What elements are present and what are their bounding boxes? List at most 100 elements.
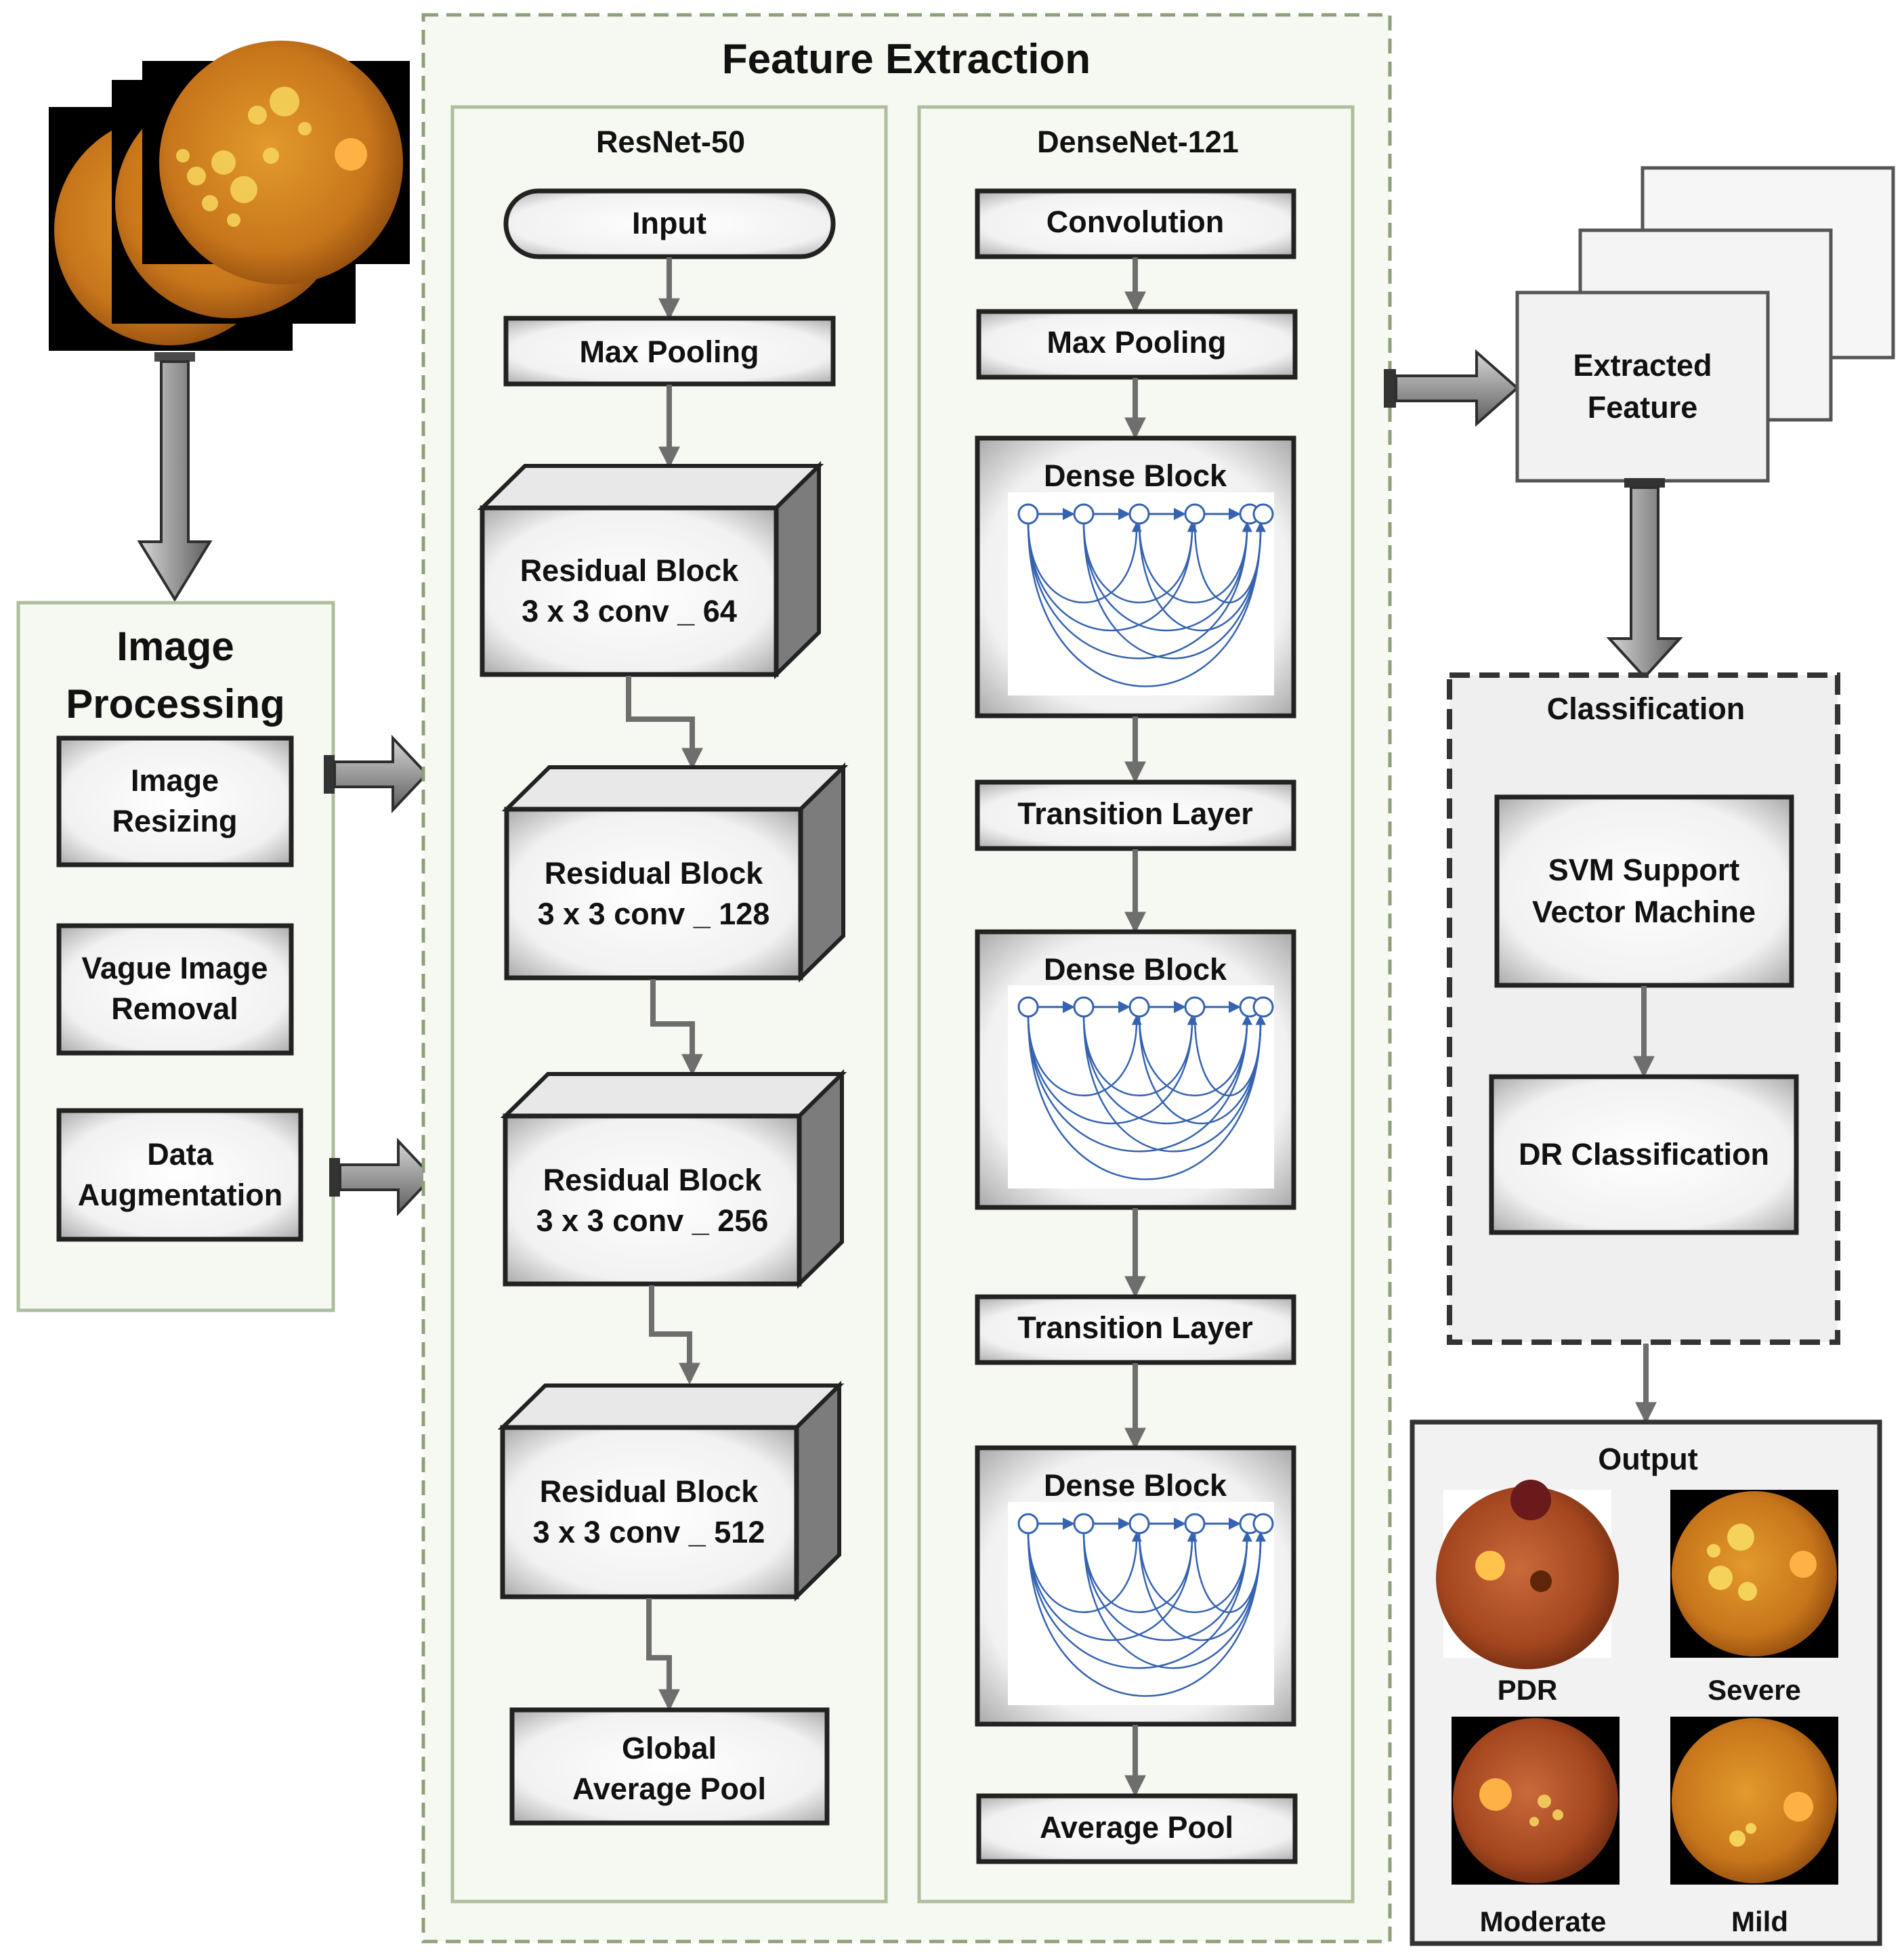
data-augmentation-step: Data Augmentation	[56, 1108, 303, 1242]
global-average-pool-line2: Average Pool	[572, 1772, 766, 1806]
dense-skip-link	[1082, 1531, 1198, 1613]
dense-skip-link	[1082, 1014, 1266, 1153]
densenet-title: DenseNet-121	[1037, 125, 1239, 159]
densenet-average-pool: Average Pool	[976, 1793, 1298, 1864]
dense-skip-link	[1027, 1531, 1142, 1613]
arrow-input-to-processing	[137, 352, 213, 602]
transition-layer-1: Transition Layer	[975, 779, 1296, 851]
dense-node	[1252, 996, 1274, 1018]
dense-block-2: Dense Block	[975, 929, 1296, 1210]
resnet-max-pooling: Max Pooling	[503, 316, 836, 387]
dense-skip-link	[1082, 521, 1198, 603]
densenet-convolution-label: Convolution	[1046, 205, 1224, 239]
connector	[649, 1285, 700, 1385]
dense-skip-link	[1193, 1014, 1266, 1096]
dense-skip-link	[1082, 1014, 1198, 1096]
dense-skip-link	[1027, 1014, 1252, 1153]
dr-classification-box: DR Classification	[1489, 1074, 1799, 1235]
dense-skip-link	[1138, 521, 1252, 603]
densenet-convolution: Convolution	[975, 188, 1296, 259]
connector	[650, 979, 703, 1076]
vague-image-removal-line2: Removal	[111, 991, 238, 1026]
connector	[646, 1598, 680, 1711]
densenet-max-pooling: Max Pooling	[976, 309, 1298, 380]
image-processing-panel: Image Processing Image Resizing Vague Im…	[16, 601, 335, 1312]
arrow-extraction-to-feature	[1384, 349, 1520, 427]
dense-node	[1252, 503, 1274, 525]
dense-skip-link	[1082, 521, 1252, 632]
extracted-feature-line1: Extracted	[1573, 348, 1712, 383]
dense-skip-link	[1082, 521, 1266, 660]
arrow-feature-to-classification	[1606, 478, 1683, 679]
dense-skip-link	[1082, 1531, 1266, 1669]
dense-block-1-label: Dense Block	[1044, 458, 1227, 493]
dense-skip-link	[1027, 1531, 1252, 1669]
global-average-pool: Global Average Pool	[509, 1707, 830, 1826]
dense-skip-link	[1082, 1531, 1252, 1641]
classification-title: Classification	[1547, 691, 1746, 726]
output-label-mild: Mild	[1731, 1906, 1788, 1937]
output-image-pdr	[1436, 1480, 1619, 1669]
global-average-pool-line1: Global	[622, 1731, 717, 1765]
data-augmentation-line2: Augmentation	[78, 1178, 282, 1212]
dense-node	[1073, 996, 1095, 1018]
dense-skip-link	[1027, 1014, 1198, 1125]
feature-extraction-title: Feature Extraction	[722, 36, 1091, 83]
residual-block-64-line2: 3 x 3 conv _ 64	[522, 594, 737, 628]
svm-line1: SVM Support	[1548, 853, 1739, 887]
classification-panel: Classification SVM Support Vector Machin…	[1447, 672, 1840, 1345]
residual-block-256-line2: 3 x 3 conv _ 256	[536, 1203, 769, 1238]
densenet-average-pool-label: Average Pool	[1040, 1810, 1233, 1845]
resnet-input-label: Input	[632, 206, 706, 240]
image-resizing-step: Image Resizing	[56, 735, 294, 867]
extracted-feature-line2: Feature	[1588, 390, 1698, 425]
residual-block-512-line2: 3 x 3 conv _ 512	[533, 1515, 765, 1549]
dense-connectivity-icon	[1008, 1502, 1274, 1705]
dense-node	[1017, 503, 1039, 525]
output-image-mild	[1670, 1717, 1838, 1885]
dense-skip-link	[1193, 1531, 1266, 1613]
vague-image-removal-line1: Vague Image	[81, 951, 268, 985]
resnet-column: ResNet-50 Input Max Pooling Residual Blo…	[450, 105, 888, 1904]
image-resizing-line2: Resizing	[112, 804, 237, 838]
output-image-moderate	[1452, 1717, 1620, 1885]
output-label-severe: Severe	[1708, 1674, 1801, 1706]
dense-skip-link	[1027, 521, 1266, 687]
resnet-max-pooling-label: Max Pooling	[579, 335, 759, 369]
image-processing-title-line2: Processing	[66, 681, 284, 727]
connector	[626, 676, 703, 770]
image-resizing-line1: Image	[131, 763, 219, 798]
arrow-augmentation-to-extraction	[329, 1137, 434, 1217]
output-label-pdr: PDR	[1498, 1674, 1558, 1706]
dense-skip-link	[1138, 1531, 1252, 1613]
dense-node	[1017, 1513, 1039, 1534]
dense-node	[1073, 1513, 1095, 1534]
image-processing-title-line1: Image	[117, 624, 234, 669]
dense-skip-link	[1138, 1014, 1252, 1096]
residual-block-256: Residual Block 3 x 3 conv _ 256	[500, 1069, 847, 1289]
dense-skip-link	[1027, 1531, 1198, 1641]
dense-node	[1073, 503, 1095, 525]
output-panel: Output PDR Severe Moderate	[1410, 1419, 1882, 1946]
dense-skip-link	[1027, 1531, 1266, 1697]
input-image-stack	[49, 41, 410, 351]
output-image-severe	[1670, 1490, 1838, 1658]
residual-block-256-line1: Residual Block	[543, 1163, 763, 1197]
dense-block-3: Dense Block	[975, 1445, 1296, 1727]
dense-node	[1017, 996, 1039, 1018]
dr-classification-label: DR Classification	[1519, 1137, 1769, 1172]
densenet-column: DenseNet-121 Convolution Max Pooling Den…	[917, 105, 1355, 1904]
svm-box: SVM Support Vector Machine	[1494, 794, 1794, 988]
extracted-feature-stack: Extracted Feature	[1515, 166, 1895, 483]
transition-layer-1-label: Transition Layer	[1017, 796, 1253, 831]
resnet-input-node: Input	[503, 188, 836, 259]
dense-skip-link	[1027, 521, 1198, 632]
dense-block-3-label: Dense Block	[1044, 1468, 1227, 1503]
dense-skip-link	[1082, 1014, 1252, 1125]
transition-layer-2-label: Transition Layer	[1017, 1310, 1253, 1345]
arrow-resizing-to-extraction	[324, 734, 429, 814]
vague-image-removal-step: Vague Image Removal	[56, 923, 294, 1056]
dense-node	[1184, 503, 1206, 525]
output-label-moderate: Moderate	[1480, 1906, 1607, 1937]
dense-skip-link	[1027, 521, 1252, 660]
